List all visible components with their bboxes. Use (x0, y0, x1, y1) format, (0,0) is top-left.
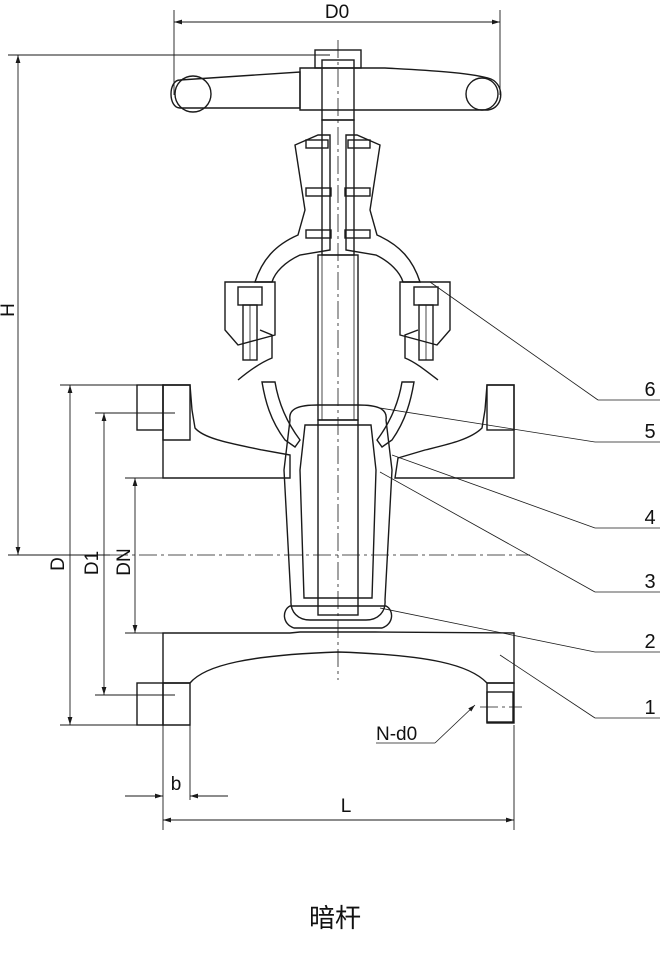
dimension-d1: D1 (82, 412, 175, 696)
dimension-dn: DN (114, 477, 165, 634)
valve-body (136, 134, 515, 726)
dimension-h: H (0, 54, 330, 556)
drawing-caption: 暗杆 (308, 904, 361, 934)
part-callouts: 6 5 4 3 2 1 (379, 281, 660, 719)
part-number-6: 6 (644, 379, 655, 401)
dimension-d0: D0 (173, 2, 501, 95)
flange-bolt-hole (480, 691, 522, 723)
n-d0-label: N-d0 (376, 724, 417, 745)
h-label: H (0, 303, 19, 317)
dn-label: DN (114, 548, 135, 575)
d1-label: D1 (82, 551, 103, 575)
b-label: b (171, 774, 182, 795)
dimension-d: D (48, 384, 190, 726)
part-number-1: 1 (644, 697, 655, 719)
part-number-2: 2 (644, 631, 655, 653)
bolt-holes-callout: N-d0 (376, 704, 476, 745)
part-number-4: 4 (644, 507, 655, 529)
part-number-5: 5 (644, 421, 655, 443)
l-label: L (341, 796, 352, 817)
handwheel (170, 49, 502, 121)
part-number-3: 3 (644, 571, 655, 593)
dimension-b: b (125, 725, 228, 830)
dimension-l: L (163, 725, 515, 830)
d-label: D (48, 557, 69, 571)
wedge (283, 404, 393, 629)
d0-label: D0 (325, 2, 349, 23)
